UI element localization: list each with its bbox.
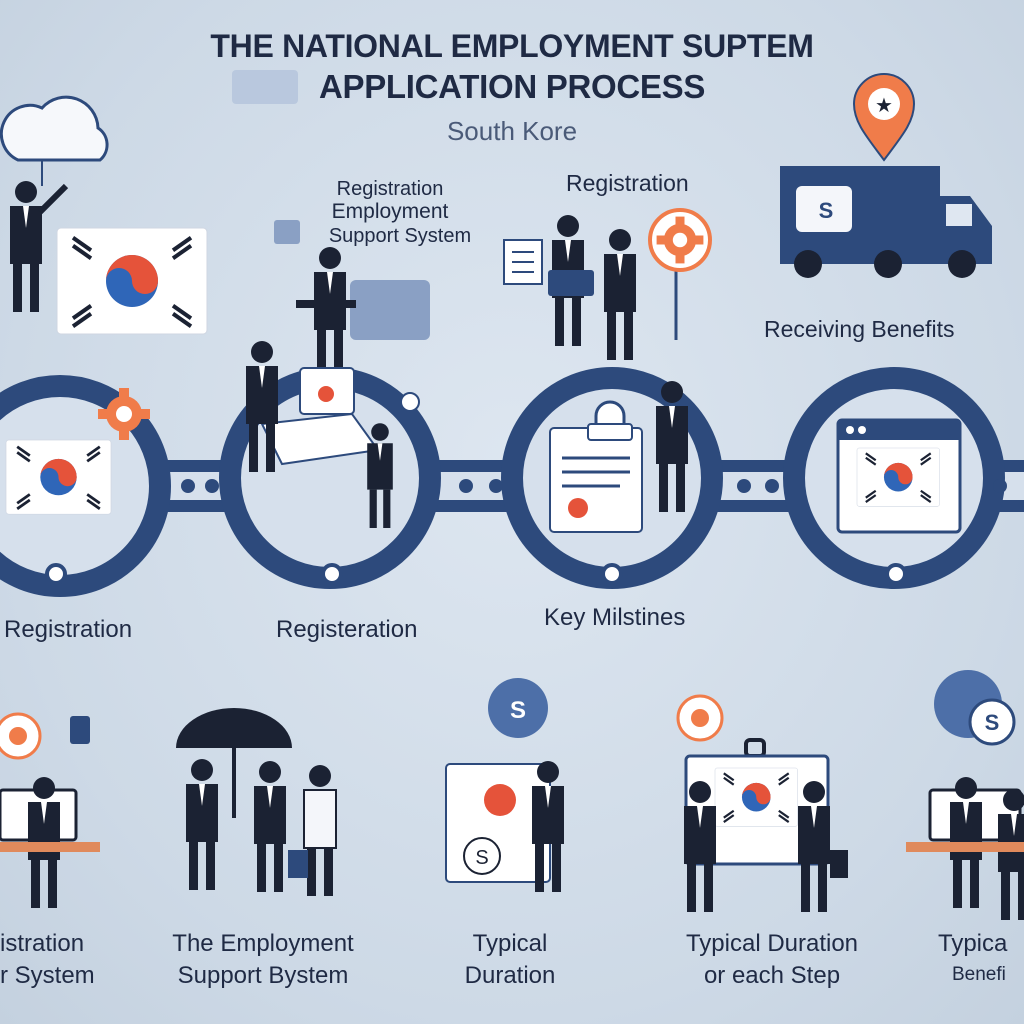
signing-scene [246,341,420,528]
korean-flag-icon [5,439,112,515]
presenter-figure [10,181,69,312]
desk-scene-bottom-left [0,712,100,908]
registration-block-line-1: Registration [336,178,444,200]
bottom-label-4-line-1: Typical Duration [685,930,859,957]
document-icon [549,381,688,533]
bottom-label-4-line-2: or each Step [703,962,841,989]
bottom-label-3-line-1: Typical [472,930,548,957]
card-icon [232,70,298,104]
svg-text:S: S [510,697,526,724]
bottom-label-1-line-1: istration [0,930,85,957]
coin-icon: S [934,670,1016,746]
umbrella-icon [176,708,337,896]
truck-icon: S [780,166,992,278]
timeline-label-registeration: Registeration [276,616,418,643]
timeline-label-registration: Registration [4,616,133,643]
title-line-1: THE NATIONAL EMPLOYMENT SUPTEM [210,28,814,64]
meeting-scene [503,208,712,360]
svg-text:S: S [819,198,834,223]
desk-scene-bottom-right [906,777,1024,920]
browser-window-icon [836,418,962,534]
desk-scene-1 [274,220,430,378]
registration-block-line-2: Employment [331,200,449,223]
svg-text:★: ★ [875,93,893,117]
timeline-label-key-milestones: Key Milstines [544,604,686,631]
svg-text:S: S [985,710,1000,735]
bottom-label-2-line-1: The Employment [172,930,354,957]
subtitle: South Kore [446,116,578,146]
cloud-icon [0,95,109,186]
bottom-label-5-line-1: Typica [938,930,1008,957]
board-scene [676,694,848,912]
map-pin-icon: ★ [852,73,916,162]
receiving-benefits-label: Receiving Benefits [764,316,955,342]
registration-block-line-3: Support System [328,225,472,247]
korean-flag-icon [56,227,208,335]
bottom-label-1-line-2: r System [0,962,95,989]
svg-text:S: S [475,847,488,869]
bottom-label-3-line-2: Duration [464,962,556,989]
bottom-label-5-line-2: Benefi [952,964,1006,985]
coin-scene: S S [445,678,564,892]
bottom-label-2-line-2: Support Bystem [177,962,349,989]
registration-right-label: Registration [566,170,689,196]
title-line-2: APPLICATION PROCESS [318,68,706,105]
